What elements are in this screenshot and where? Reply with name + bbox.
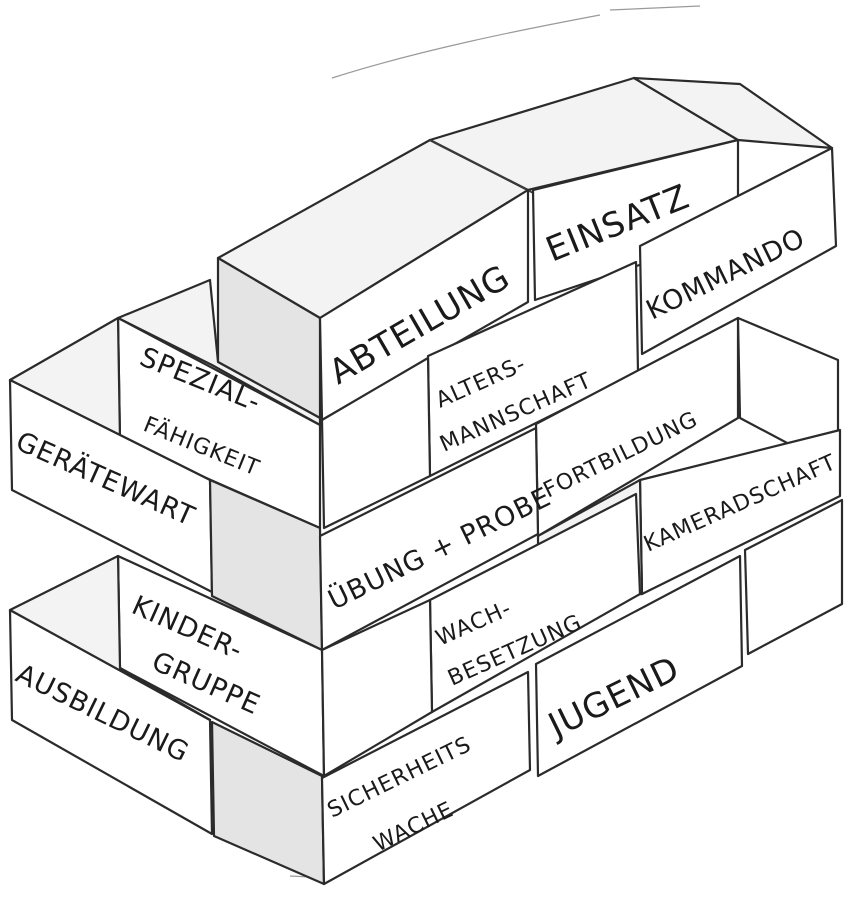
- sketch-stroke: [610, 6, 700, 10]
- sketch-stroke: [332, 15, 600, 78]
